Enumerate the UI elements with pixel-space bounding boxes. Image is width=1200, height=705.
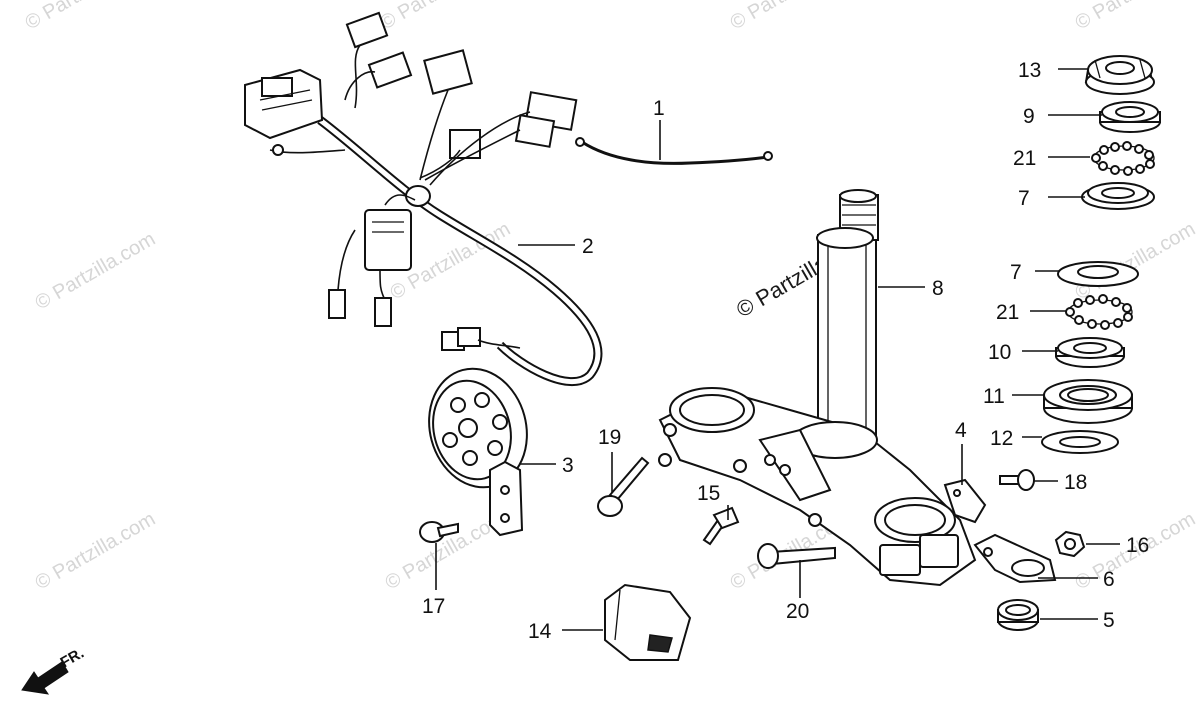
part-1-wire-lead	[575, 137, 773, 165]
callout-12: 12	[990, 427, 1013, 450]
callout-3: 3	[562, 454, 574, 477]
part-17-bolt	[419, 521, 459, 543]
callout-18: 18	[1064, 471, 1087, 494]
part-15-bolt	[702, 506, 740, 546]
part-6-bracket	[973, 533, 1057, 584]
callout-20: 20	[786, 600, 809, 623]
part-13-stem-nut	[1084, 55, 1155, 95]
bearing-stack	[1041, 55, 1161, 454]
part-14-cover	[604, 583, 692, 661]
watermark: © Partzilla.com	[1072, 0, 1200, 34]
part-2-wire-harness	[244, 11, 603, 386]
leader-lines	[435, 68, 1120, 631]
callout-1: 1	[653, 97, 665, 120]
watermark: © Partzilla.com	[22, 0, 150, 34]
part-7-race-lower	[1057, 261, 1139, 287]
callout-2: 2	[582, 235, 594, 258]
part-7-race-top	[1081, 182, 1155, 210]
lower-triple-clamp	[658, 387, 977, 587]
callout-16: 16	[1126, 534, 1149, 557]
part-9-race	[1099, 101, 1161, 133]
callout-14: 14	[528, 620, 552, 643]
part-19-bolt	[597, 456, 650, 517]
callout-7: 7	[1010, 261, 1022, 284]
part-5-seal	[997, 599, 1039, 631]
part-10-race	[1055, 337, 1125, 368]
callout-13: 13	[1018, 59, 1041, 82]
watermark: © Partzilla.com	[1072, 218, 1200, 304]
part-21-ball-ring-top	[1091, 141, 1155, 176]
callout-17: 17	[422, 595, 445, 618]
callout-10: 10	[988, 341, 1011, 364]
watermark: © Partzilla.com	[727, 0, 855, 34]
front-direction-indicator: FR.	[21, 645, 87, 695]
watermark: © Partzilla.com	[32, 228, 160, 314]
callout-11: 11	[983, 385, 1005, 408]
part-18-bolt	[999, 469, 1035, 491]
callout-4: 4	[955, 419, 967, 442]
watermark: © Partzilla.com	[377, 0, 505, 34]
callout-6: 6	[1103, 568, 1115, 591]
callout-21: 21	[996, 301, 1019, 324]
callout-9: 9	[1023, 105, 1035, 128]
callout-15: 15	[697, 482, 720, 505]
front-arrow-icon	[21, 661, 69, 695]
part-11-seal	[1043, 379, 1133, 424]
watermark: © Partzilla.com	[32, 508, 160, 594]
callout-7: 7	[1018, 187, 1030, 210]
part-21-ball-ring-lower	[1065, 294, 1133, 330]
callouts: 1 2 3 4 5 6 7 7 8 9 10 11 12 13 14 15 16…	[422, 59, 1149, 643]
callout-5: 5	[1103, 609, 1115, 632]
part-3-horn	[428, 367, 528, 537]
part-20-bolt	[757, 543, 836, 569]
callout-8: 8	[932, 277, 944, 300]
part-8-steering-stem	[816, 189, 879, 446]
callout-21: 21	[1013, 147, 1036, 170]
part-12-washer	[1041, 430, 1119, 454]
part-16-nut	[1054, 530, 1086, 558]
callout-19: 19	[598, 426, 621, 449]
